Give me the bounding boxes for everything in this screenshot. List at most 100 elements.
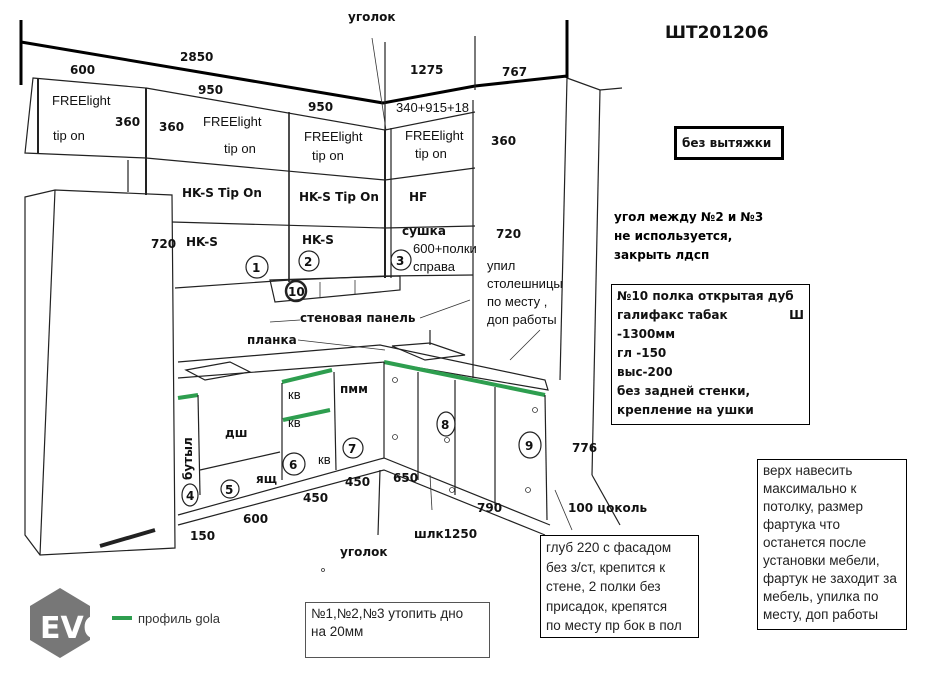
top-hang-note: верх навесить максимально к потолку, раз…	[757, 459, 907, 630]
plinth-label: 100 цоколь	[568, 501, 648, 515]
note-line: галифакс табак	[617, 308, 728, 322]
note-line: гл -150	[617, 346, 667, 360]
kv-label: кв	[288, 415, 301, 430]
depth-220-note: глуб 220 с фасадом без з/ст, крепится к …	[540, 535, 699, 638]
note-line: стене, 2 полки без	[546, 579, 661, 594]
kv-label: кв	[318, 452, 331, 467]
note-line: глуб 220 с фасадом	[546, 540, 672, 555]
dim-1275: 1275	[410, 63, 443, 77]
ugolok-bottom-label: уголок	[340, 545, 388, 559]
note-line: угол между №2 и №3	[614, 210, 764, 224]
note-line: на 20мм	[311, 624, 364, 639]
fridge	[24, 189, 176, 556]
upil-label: столешницы	[487, 276, 563, 291]
corner-note: угол между №2 и №3 не используется, закр…	[614, 208, 763, 265]
marker-5: 5	[225, 483, 233, 497]
dim-360-b: 360	[159, 120, 184, 134]
tip-on-label: tip on	[415, 146, 447, 161]
note-line: №1,№2,№3 утопить дно	[311, 606, 464, 621]
dim-950-a: 950	[198, 83, 223, 97]
upil-label: по месту ,	[487, 294, 547, 309]
dimension-lines	[19, 20, 569, 131]
wall-panel-label: стеновая панель	[300, 311, 416, 325]
hks-label: HK-S	[186, 235, 218, 249]
note-line: -1300мм	[617, 327, 675, 341]
freelight-label: FREElight	[52, 93, 111, 108]
note-line: по месту пр бок в пол	[546, 618, 682, 633]
note-line: фартук не заходит за	[763, 571, 897, 586]
tall-column	[559, 77, 623, 526]
note-line: верх навесить	[763, 463, 853, 478]
marker-9: 9	[525, 439, 533, 453]
cabinet-markers: 1 2 3 4 5 6 7 8 9 10	[181, 249, 542, 507]
dim-600: 600	[70, 63, 95, 77]
dim-corner-calc: 340+915+18	[396, 100, 469, 115]
note-line: закрыть лдсп	[614, 248, 710, 262]
freelight-label: FREElight	[203, 114, 262, 129]
hks-label: HK-S	[302, 233, 334, 247]
upper-cabinets	[145, 87, 476, 378]
hks-tipon-label: HK-S Tip On	[182, 186, 262, 200]
marker-10: 10	[288, 285, 305, 299]
dim-790: 790	[477, 501, 502, 515]
marker-4: 4	[186, 489, 194, 503]
tip-on-label: tip on	[312, 148, 344, 163]
marker-6: 6	[289, 458, 297, 472]
freelight-label: FREElight	[304, 129, 363, 144]
butyl-label: бутыл	[181, 437, 195, 480]
dim-2850: 2850	[180, 50, 213, 64]
freelight-label: FREElight	[405, 128, 464, 143]
note-line: крепление на ушки	[617, 403, 754, 417]
dim-150: 150	[190, 529, 215, 543]
note-line: присадок, крепятся	[546, 598, 668, 614]
note-line: мебель, упилка по	[763, 589, 879, 604]
note-line: Ш	[789, 308, 804, 322]
note-line: №10 полка открытая дуб	[617, 289, 794, 303]
order-number: ШТ201206	[665, 23, 769, 43]
yasch-label: ящ	[256, 472, 277, 486]
dim-360-c: 360	[491, 134, 516, 148]
dim-720-b: 720	[496, 227, 521, 241]
note-line: максимально к	[763, 481, 857, 496]
marker-3: 3	[396, 254, 404, 268]
note-line: выс-200	[617, 365, 673, 379]
upil-label: упил	[487, 258, 515, 273]
marker-2: 2	[304, 255, 312, 269]
countertop	[177, 299, 549, 391]
dim-360-a: 360	[115, 115, 140, 129]
tip-on-label: tip on	[224, 141, 256, 156]
pmm-label: пмм	[340, 382, 368, 396]
shelf-10-note: №10 полка открытая дуб галифакс табак Ш -…	[611, 284, 810, 425]
dim-776: 776	[572, 441, 597, 455]
note-line: не используется,	[614, 229, 733, 243]
dim-950-b: 950	[308, 100, 333, 114]
dim-767: 767	[502, 65, 527, 79]
dsh-label: дш	[225, 426, 247, 440]
no-hood-note: без вытяжки	[674, 126, 784, 160]
tip-on-label: tip on	[53, 128, 85, 143]
dim-450-b: 450	[303, 491, 328, 505]
kv-label: кв	[288, 387, 301, 402]
sink-bottom-note: №1,№2,№3 утопить дно на 20мм	[305, 602, 490, 658]
evo-logo: EVO профиль gola	[30, 588, 221, 658]
sushka-label: справа	[413, 259, 456, 274]
ugolok-top-label: уголок	[348, 10, 396, 24]
upil-label: доп работы	[487, 312, 557, 327]
sushka-label: 600+полки	[413, 241, 477, 256]
shlk-label: шлк1250	[414, 527, 477, 541]
note-line: без задней стенки,	[617, 384, 751, 398]
logo-text: EVO	[40, 611, 109, 646]
marker-7: 7	[348, 442, 356, 456]
note-line: установки мебели,	[763, 553, 880, 568]
planka-label: планка	[247, 333, 297, 347]
dim-650: 650	[393, 471, 418, 485]
marker-1: 1	[252, 261, 260, 275]
sushka-label: сушка	[402, 224, 446, 238]
dim-600-base: 600	[243, 512, 268, 526]
dim-720-a: 720	[151, 237, 176, 251]
hf-label: HF	[409, 190, 427, 204]
hks-tipon-label: HK-S Tip On	[299, 190, 379, 204]
base-cabinets	[177, 360, 573, 572]
note-text: без вытяжки	[682, 136, 772, 150]
